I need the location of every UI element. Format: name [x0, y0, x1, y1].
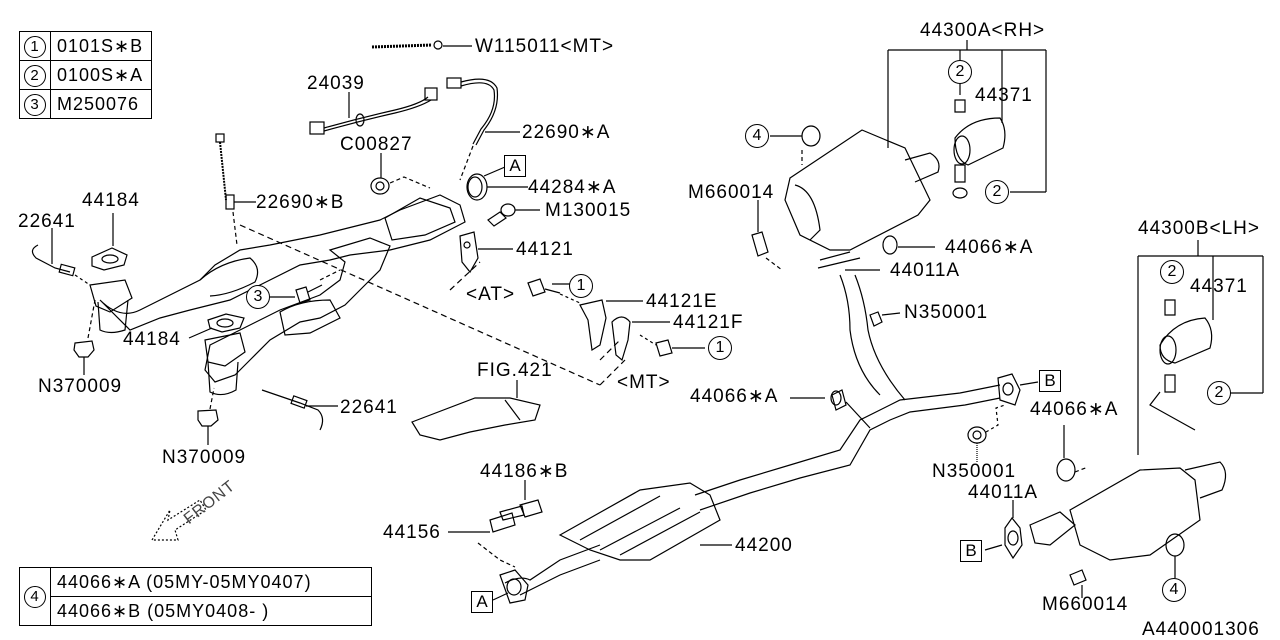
center-muffler-44200	[492, 482, 732, 604]
bracket-44121f	[611, 316, 705, 362]
sensor-22690a	[446, 77, 520, 181]
callout-circle-3: 3	[24, 93, 46, 116]
label-n370009-bottom[interactable]: N370009	[162, 447, 247, 468]
bolt-m130015	[487, 203, 540, 227]
legend-variant: 44066∗A (05MY-05MY0407)	[50, 567, 372, 597]
label-44300a-rh[interactable]: 44300A<RH>	[920, 20, 1046, 41]
reference-box-a-top[interactable]: A	[504, 155, 526, 177]
muffler-rh-44300a	[751, 40, 1047, 327]
callout-3[interactable]: 3	[246, 285, 270, 309]
label-c00827[interactable]: C00827	[340, 134, 413, 155]
label-n350001-bottom[interactable]: N350001	[932, 461, 1017, 482]
label-44300b-lh[interactable]: 44300B<LH>	[1138, 218, 1260, 239]
legend-row: 3 M250076	[19, 89, 152, 119]
w115011-wire	[371, 40, 472, 50]
callout-circle-1: 1	[24, 35, 46, 58]
legend-table-cushions: 4 44066∗A (05MY-05MY0407) 44066∗B (05MY0…	[19, 567, 372, 626]
label-44121e[interactable]: 44121E	[646, 291, 718, 312]
label-mt-note: <MT>	[617, 372, 671, 393]
label-44121f[interactable]: 44121F	[673, 312, 744, 333]
label-44186b[interactable]: 44186∗B	[480, 461, 569, 482]
muffler-lh-44300b	[1029, 240, 1264, 598]
bolt-44186b	[499, 480, 543, 521]
callout-2-lh-bottom[interactable]: 2	[1207, 381, 1231, 405]
label-22690a[interactable]: 22690∗A	[522, 122, 611, 143]
label-n370009-top[interactable]: N370009	[38, 376, 123, 397]
callout-2-lh-top[interactable]: 2	[1160, 260, 1184, 284]
callout-4-rh[interactable]: 4	[745, 124, 769, 148]
sensor-22690b	[215, 133, 256, 246]
reference-box-b-bottom[interactable]: B	[960, 540, 982, 562]
label-m660014-lh[interactable]: M660014	[1042, 594, 1129, 615]
label-44371-rh[interactable]: 44371	[975, 85, 1033, 106]
label-44284a[interactable]: 44284∗A	[528, 177, 617, 198]
legend-row: 2 0100S∗A	[19, 60, 152, 90]
callout-4-lh[interactable]: 4	[1162, 578, 1186, 602]
front-exhaust-pipe-assembly	[89, 194, 466, 396]
sensor-22641-bottom	[261, 389, 338, 431]
bolt-m250076	[270, 269, 341, 304]
figure-id: A440001306	[1142, 619, 1260, 640]
bracket-44121-at	[459, 231, 513, 274]
callout-2-rh-bottom[interactable]: 2	[985, 180, 1009, 204]
label-44066a-lh[interactable]: 44066∗A	[1030, 399, 1119, 420]
legend-table-fasteners: 1 0101S∗B 2 0100S∗A 3 M250076	[19, 31, 152, 119]
front-arrow	[150, 499, 207, 541]
label-22641-top[interactable]: 22641	[18, 211, 76, 232]
label-w115011[interactable]: W115011<MT>	[475, 36, 615, 57]
label-44184-top[interactable]: 44184	[82, 190, 140, 211]
nut-n370009-bottom	[197, 387, 219, 445]
bracket-guides	[239, 224, 626, 386]
legend-part-number: M250076	[50, 89, 152, 119]
gasket-44184-top	[91, 213, 128, 271]
gasket-44011a-lh	[984, 500, 1023, 560]
label-n350001-top[interactable]: N350001	[904, 302, 989, 323]
reference-box-b-top[interactable]: B	[1039, 370, 1061, 392]
harness-24039	[309, 87, 438, 135]
nut-n350001-mid	[967, 404, 1006, 462]
label-44066a-mid[interactable]: 44066∗A	[690, 386, 779, 407]
label-44066a-rh[interactable]: 44066∗A	[945, 237, 1034, 258]
legend-row: 1 0101S∗B	[19, 31, 152, 61]
label-m660014-rh[interactable]: M660014	[688, 182, 775, 203]
reference-box-a-bottom[interactable]: A	[471, 591, 493, 613]
nut-c00827	[370, 153, 431, 195]
label-at-note: <AT>	[466, 284, 516, 305]
callout-2-rh-top[interactable]: 2	[948, 60, 972, 84]
label-44184-mid[interactable]: 44184	[123, 329, 181, 350]
heat-shield-fig421	[411, 380, 541, 441]
label-fig421[interactable]: FIG.421	[477, 360, 553, 381]
label-44371-lh[interactable]: 44371	[1190, 276, 1248, 297]
callout-1-lower[interactable]: 1	[708, 336, 732, 360]
label-44156[interactable]: 44156	[383, 522, 441, 543]
sensor-22641-top	[31, 228, 91, 286]
spring-44156	[448, 512, 516, 568]
callout-circle-4: 4	[24, 586, 46, 608]
label-44011a-lh[interactable]: 44011A	[968, 482, 1039, 503]
label-44200[interactable]: 44200	[735, 535, 793, 556]
legend-part-number: 0101S∗B	[50, 31, 152, 61]
legend-variant: 44066∗B (05MY0408- )	[50, 596, 372, 626]
bracket-44121e	[527, 278, 643, 352]
label-44121-at[interactable]: 44121	[516, 239, 574, 260]
callout-circle-2: 2	[24, 64, 46, 87]
legend-row: 44066∗B (05MY0408- )	[20, 596, 372, 626]
mid-pipe	[694, 274, 1039, 511]
callout-1-upper[interactable]: 1	[569, 274, 593, 298]
legend-row: 4 44066∗A (05MY-05MY0407)	[19, 567, 372, 626]
gasket-44184-mid	[188, 313, 245, 339]
label-m130015[interactable]: M130015	[545, 200, 632, 221]
label-44011a-rh[interactable]: 44011A	[890, 260, 961, 281]
label-22690b[interactable]: 22690∗B	[256, 192, 345, 213]
gasket-44284a	[466, 166, 528, 201]
label-24039[interactable]: 24039	[307, 73, 365, 94]
nut-n370009-top	[73, 299, 96, 375]
label-22641-bottom[interactable]: 22641	[340, 397, 398, 418]
legend-part-number: 0100S∗A	[50, 60, 152, 90]
